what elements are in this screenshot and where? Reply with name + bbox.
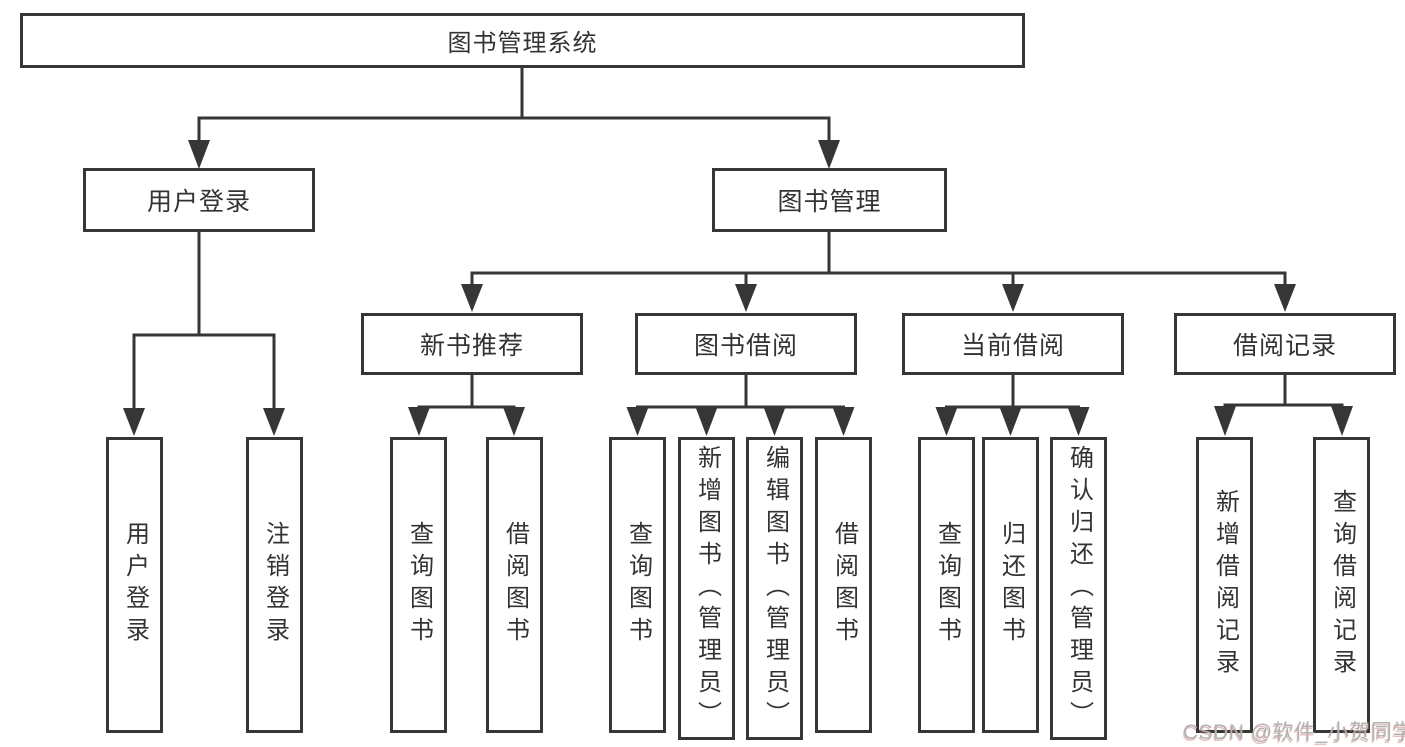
leaf-add-borrow-record-label: 新增借阅记录 bbox=[1211, 489, 1239, 681]
leaf-borrow-books-borrowing: 借阅图书 bbox=[815, 437, 872, 733]
leaf-return-book-label: 归还图书 bbox=[997, 521, 1025, 649]
node-book-management-label: 图书管理 bbox=[777, 188, 882, 216]
node-borrowing-records: 借阅记录 bbox=[1174, 313, 1396, 375]
node-current-borrowing: 当前借阅 bbox=[902, 313, 1124, 375]
node-root-system-label: 图书管理系统 bbox=[447, 30, 598, 57]
leaf-add-book-admin: 新增图书（管理员） bbox=[678, 437, 735, 740]
leaf-query-books-current-label: 查询图书 bbox=[933, 521, 961, 649]
leaf-query-books-recommend: 查询图书 bbox=[390, 437, 447, 733]
leaf-query-books-borrowing-label: 查询图书 bbox=[624, 521, 652, 649]
node-new-book-recommend-label: 新书推荐 bbox=[419, 332, 524, 360]
leaf-query-books-borrowing: 查询图书 bbox=[609, 437, 666, 733]
node-book-borrowing: 图书借阅 bbox=[635, 313, 857, 375]
node-user-login: 用户登录 bbox=[83, 168, 315, 232]
node-current-borrowing-label: 当前借阅 bbox=[960, 332, 1065, 360]
node-root-system: 图书管理系统 bbox=[20, 13, 1025, 68]
leaf-query-books-current: 查询图书 bbox=[918, 437, 975, 733]
leaf-add-book-admin-label: 新增图书（管理员） bbox=[693, 444, 721, 733]
node-book-borrowing-label: 图书借阅 bbox=[693, 332, 798, 360]
leaf-borrow-books-recommend: 借阅图书 bbox=[486, 437, 543, 733]
leaf-edit-book-admin: 编辑图书（管理员） bbox=[746, 437, 803, 740]
leaf-confirm-return-admin: 确认归还（管理员） bbox=[1050, 437, 1107, 740]
leaf-user-login-label: 用户登录 bbox=[121, 521, 149, 649]
leaf-query-borrow-record: 查询借阅记录 bbox=[1313, 437, 1370, 733]
node-borrowing-records-label: 借阅记录 bbox=[1232, 332, 1337, 360]
node-user-login-label: 用户登录 bbox=[146, 188, 251, 216]
leaf-query-books-recommend-label: 查询图书 bbox=[405, 521, 433, 649]
leaf-logout: 注销登录 bbox=[246, 437, 303, 733]
leaf-return-book: 归还图书 bbox=[982, 437, 1039, 733]
leaf-borrow-books-recommend-label: 借阅图书 bbox=[501, 521, 529, 649]
csdn-watermark: CSDN @软件_小贺同学 bbox=[1183, 721, 1405, 744]
leaf-user-login: 用户登录 bbox=[106, 437, 163, 733]
leaf-borrow-books-borrowing-label: 借阅图书 bbox=[830, 521, 858, 649]
leaf-logout-label: 注销登录 bbox=[261, 521, 289, 649]
leaf-edit-book-admin-label: 编辑图书（管理员） bbox=[761, 444, 789, 733]
node-new-book-recommend: 新书推荐 bbox=[361, 313, 583, 375]
leaf-confirm-return-admin-label: 确认归还（管理员） bbox=[1065, 444, 1093, 733]
leaf-query-borrow-record-label: 查询借阅记录 bbox=[1328, 489, 1356, 681]
leaf-add-borrow-record: 新增借阅记录 bbox=[1196, 437, 1253, 733]
node-book-management: 图书管理 bbox=[712, 168, 947, 232]
